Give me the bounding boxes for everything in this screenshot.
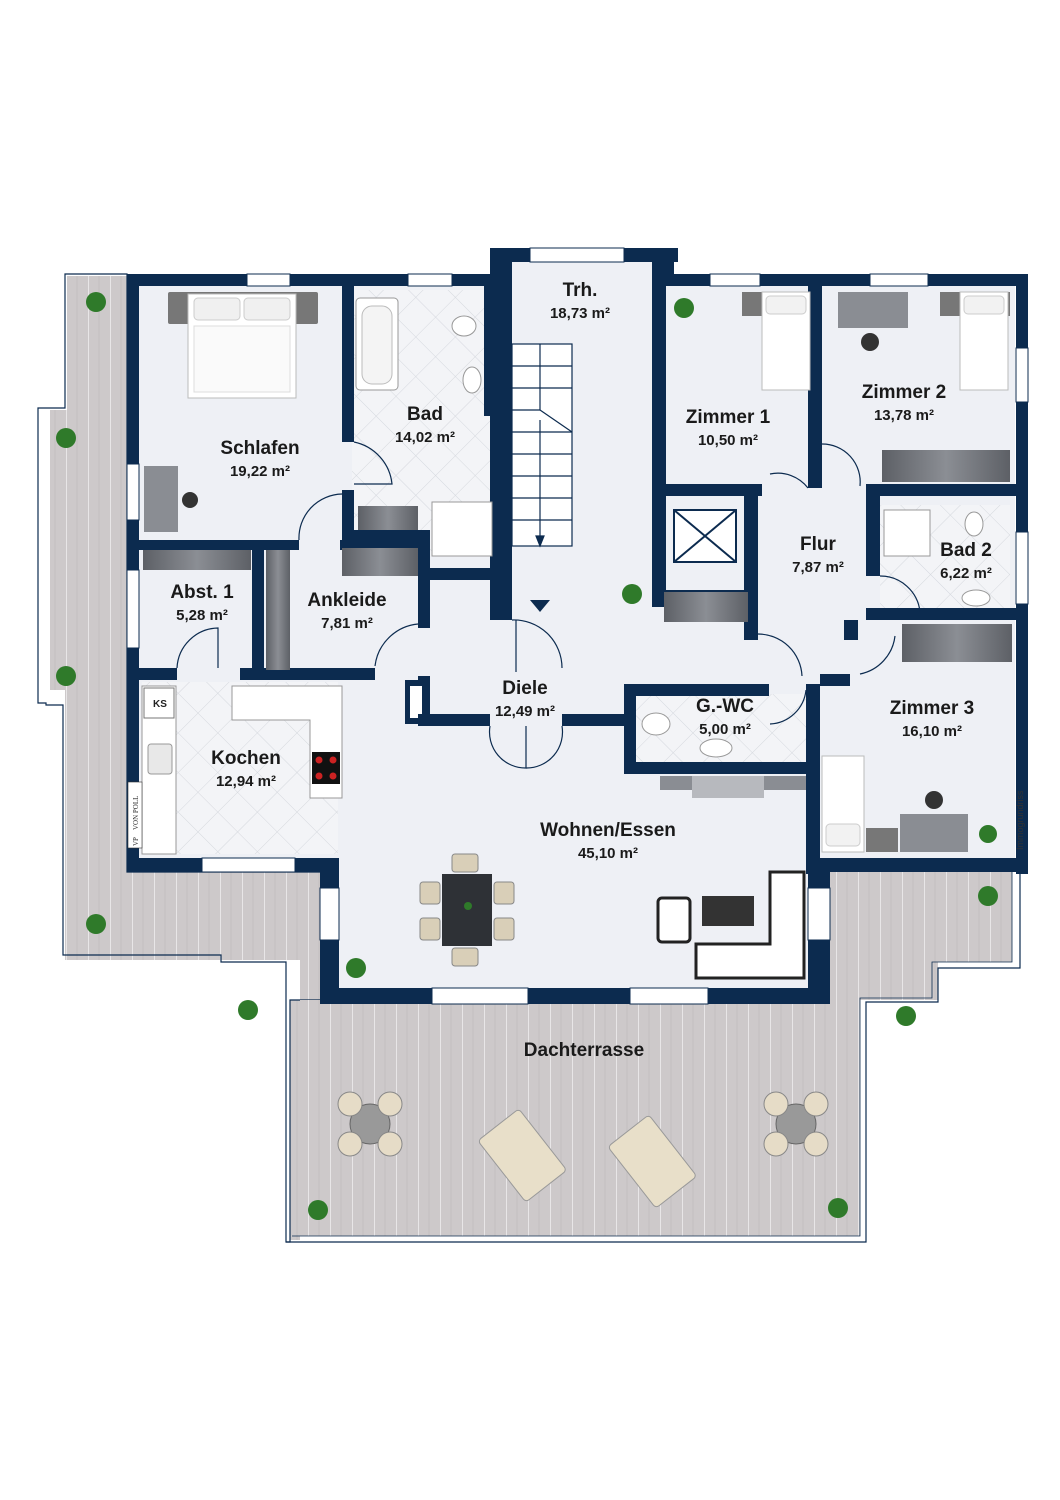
walls (127, 248, 1028, 1004)
plant-icon (308, 1200, 328, 1220)
room-name-gwc: G.-WC (696, 696, 754, 717)
plant-icon (86, 292, 106, 312)
cooktop (312, 752, 340, 784)
room-area-bad2: 6,22 m² (940, 565, 992, 582)
credit-text: Immogrundriss (1015, 790, 1025, 850)
logo-mark: VP (132, 837, 140, 846)
dining-set (419, 853, 515, 967)
stair-arrow (530, 600, 550, 612)
furniture (141, 291, 1012, 1208)
room-name-bad: Bad (407, 404, 443, 425)
room-name-bad2: Bad 2 (940, 540, 992, 561)
plant-icon (622, 584, 642, 604)
room-area-gwc: 5,00 m² (699, 721, 751, 738)
toilet-bad (451, 315, 477, 337)
staircase (511, 343, 573, 612)
terrace-table-right (763, 1091, 829, 1157)
terrace-bottom-deck (300, 1000, 860, 1236)
plant-icon (238, 1000, 258, 1020)
plant-icon (464, 902, 472, 910)
toilet-gwc (641, 712, 671, 736)
logo: VP VON POLL (127, 781, 143, 849)
room-labels: Trh. 18,73 m² Schlafen 19,22 m² Bad 14,0… (153, 280, 992, 1061)
room-area-kochen: 12,94 m² (216, 773, 276, 790)
plant-icon (979, 825, 997, 843)
room-name-zimmer1: Zimmer 1 (686, 407, 771, 428)
sink-bad2 (961, 589, 991, 607)
desk-zimmer3 (900, 814, 968, 852)
shaft (673, 509, 737, 563)
room-name-wohnen: Wohnen/Essen (540, 820, 676, 841)
sun-lounger-left (478, 1109, 566, 1202)
room-area-flur: 7,87 m² (792, 559, 844, 576)
room-name-kochen: Kochen (211, 748, 281, 769)
plant-icon (346, 958, 366, 978)
fridge-label: KS (153, 699, 167, 710)
room-name-flur: Flur (800, 534, 836, 555)
room-name-trh: Trh. (563, 280, 598, 301)
room-area-bad: 14,02 m² (395, 429, 455, 446)
room-name-abst1: Abst. 1 (170, 582, 234, 603)
room-area-diele: 12,49 m² (495, 703, 555, 720)
sofa (656, 870, 806, 980)
room-name-diele: Diele (502, 678, 547, 699)
plant-icon (978, 886, 998, 906)
sink-gwc (699, 738, 733, 758)
room-area-zimmer3: 16,10 m² (902, 723, 962, 740)
room-area-ankleide: 7,81 m² (321, 615, 373, 632)
logo-text: VON POLL (132, 796, 140, 830)
plant-icon (674, 298, 694, 318)
room-name-dachterrasse: Dachterrasse (524, 1040, 644, 1061)
terrace-outline (286, 872, 1021, 1243)
room-area-trh: 18,73 m² (550, 305, 610, 322)
plant-icon (56, 428, 76, 448)
room-name-zimmer3: Zimmer 3 (890, 698, 974, 719)
room-area-wohnen: 45,10 m² (578, 845, 638, 862)
room-name-schlafen: Schlafen (220, 438, 299, 459)
plant-icon (86, 914, 106, 934)
shower-bad2 (883, 509, 931, 557)
room-name-ankleide: Ankleide (307, 590, 386, 611)
toilet-bad2 (964, 511, 984, 537)
windows (126, 247, 1029, 1005)
desk-zimmer2 (838, 292, 908, 328)
room-name-zimmer2: Zimmer 2 (862, 382, 946, 403)
shower-bad (431, 501, 493, 557)
doors (176, 441, 921, 769)
plants (56, 292, 998, 1220)
plant-icon (56, 666, 76, 686)
sink-bad (462, 366, 482, 394)
sun-lounger-right (608, 1115, 696, 1208)
room-area-zimmer2: 13,78 m² (874, 407, 934, 424)
terrace-left-deck (50, 276, 325, 1240)
terrace-right-deck (828, 872, 1012, 1236)
terrace (37, 273, 1021, 1243)
desk-schlafen (144, 466, 178, 532)
room-area-zimmer1: 10,50 m² (698, 432, 758, 449)
terrace-table-left (337, 1091, 403, 1157)
plant-icon (828, 1198, 848, 1218)
room-area-schlafen: 19,22 m² (230, 463, 290, 480)
plant-icon (896, 1006, 916, 1026)
room-area-abst1: 5,28 m² (176, 607, 228, 624)
double-bed (168, 292, 318, 399)
